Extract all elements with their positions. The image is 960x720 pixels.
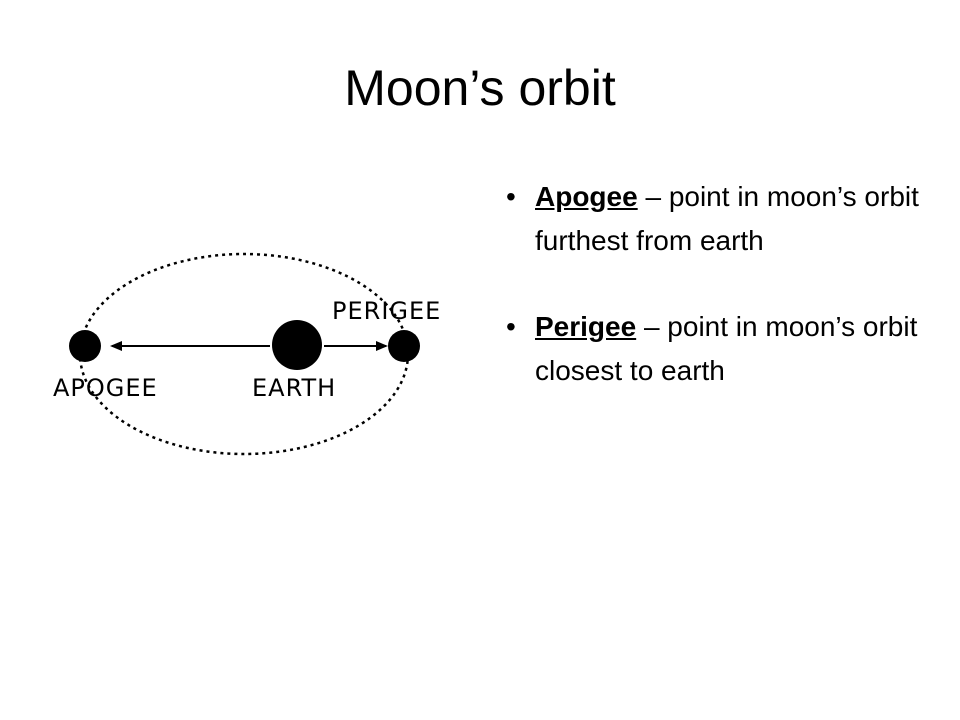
slide-title: Moon’s orbit [344, 60, 616, 116]
moon-orbit-diagram: APOGEE EARTH PERIGEE [53, 252, 441, 456]
earth-label: EARTH [252, 374, 336, 402]
bullet-perigee: • Perigee – point in moon’s orbit closes… [506, 305, 926, 393]
perigee-term: Perigee [535, 311, 637, 342]
orbit-path [78, 252, 410, 456]
apogee-definition: – point in moon’s orbit furthest from ea… [535, 181, 919, 256]
perigee-definition: – point in moon’s orbit closest to earth [535, 311, 918, 386]
perigee-label: PERIGEE [332, 297, 441, 325]
bullet-icon: • [506, 181, 516, 212]
moon-at-apogee [69, 330, 101, 362]
apogee-term: Apogee [535, 181, 638, 212]
earth-circle [272, 320, 322, 370]
definition-list: • Apogee – point in moon’s orbit furthes… [506, 175, 926, 435]
bullet-apogee: • Apogee – point in moon’s orbit furthes… [506, 175, 926, 263]
moon-at-perigee [388, 330, 420, 362]
apogee-label: APOGEE [53, 374, 158, 402]
bullet-icon: • [506, 311, 516, 342]
